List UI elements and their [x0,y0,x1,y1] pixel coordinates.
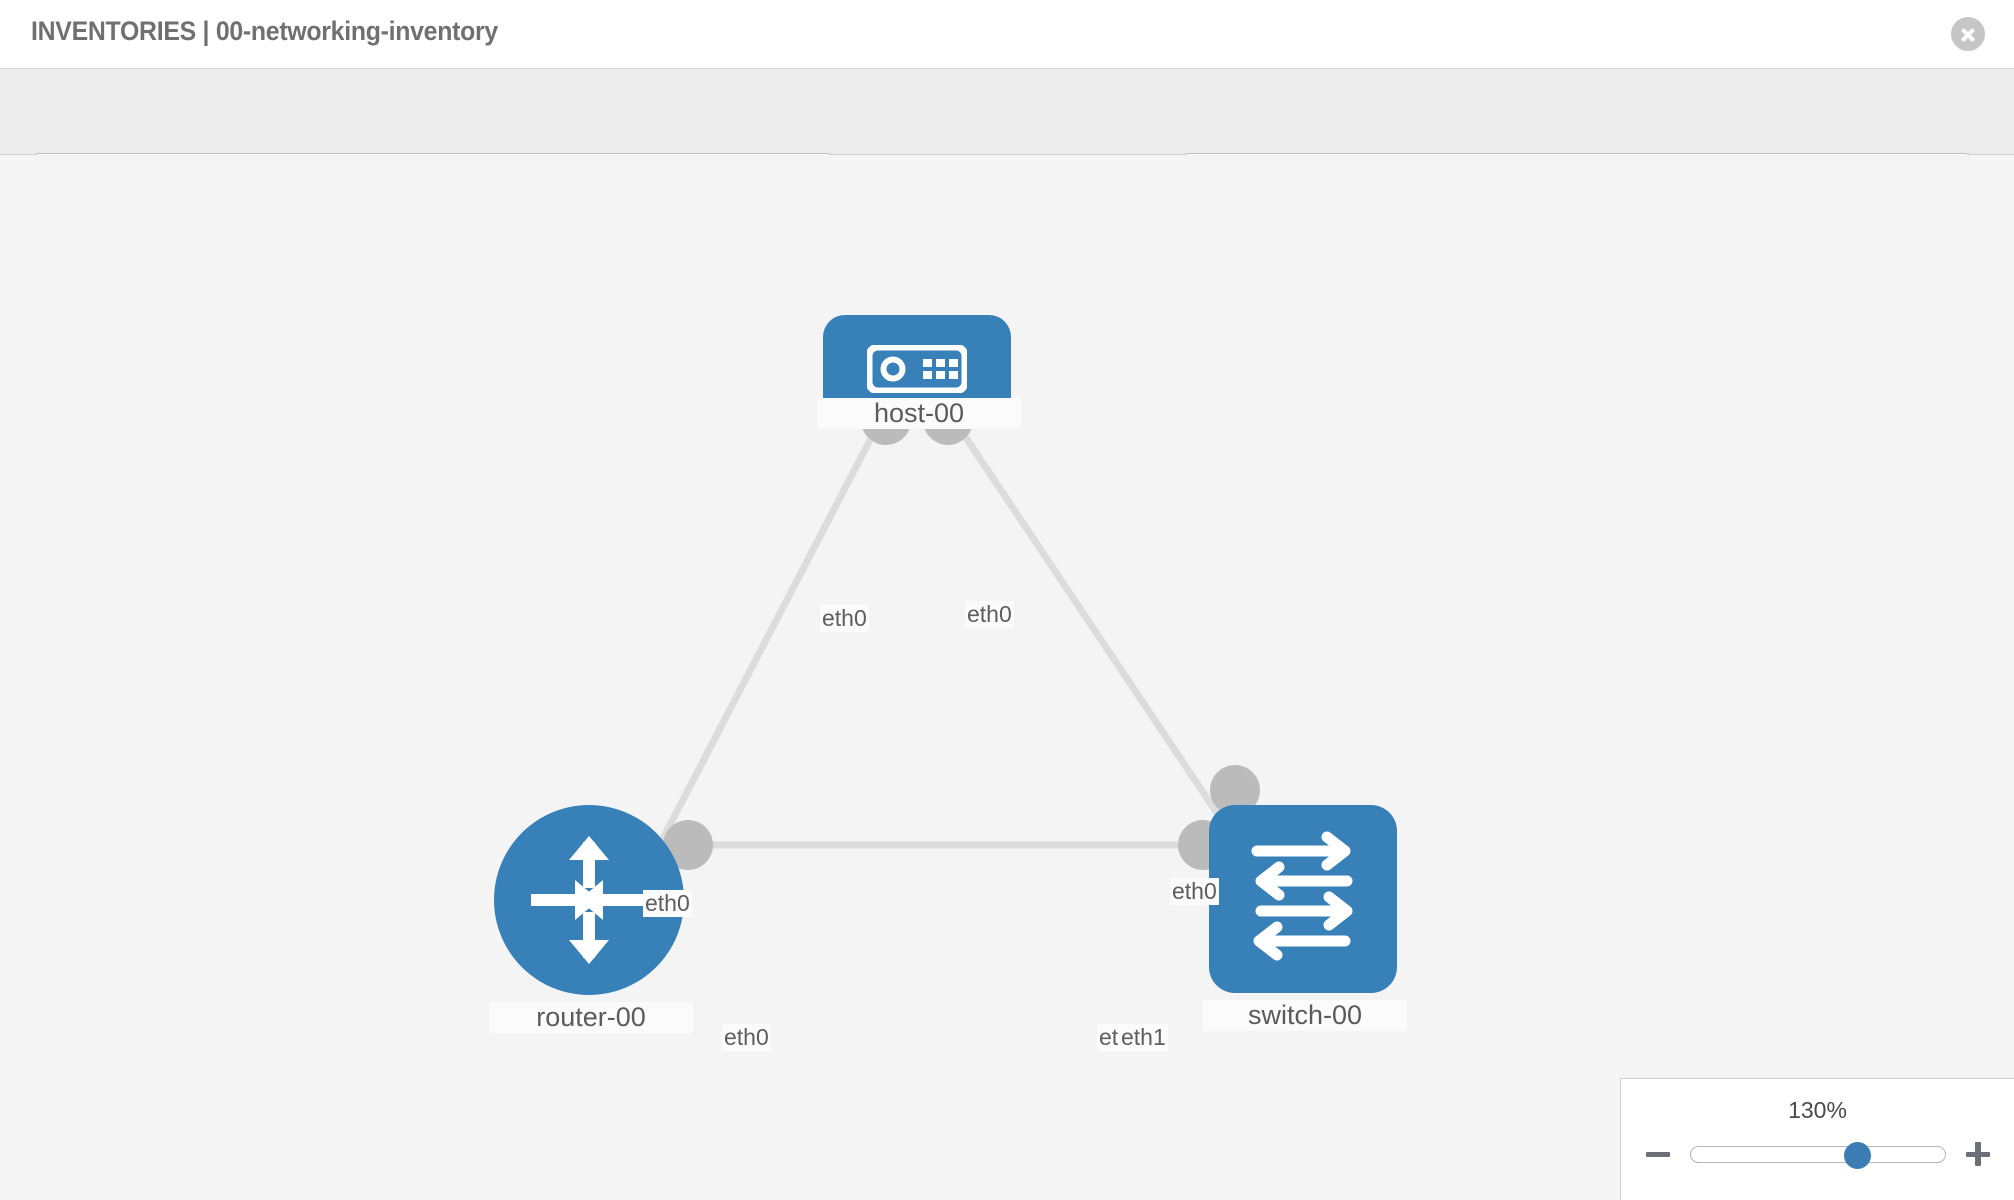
edge-label-switch-up: eth0 [1170,878,1219,905]
edge-label-router-eth0: eth0 [722,1024,771,1051]
page-title: INVENTORIES | 00-networking-inventory [31,16,498,46]
zoom-slider-track[interactable] [1690,1142,1946,1169]
node-router-00-label: router-00 [489,1002,693,1033]
topology-canvas[interactable]: host-00 router-00 [0,155,2014,1200]
zoom-control-panel: 130% [1620,1078,2014,1200]
node-host-00[interactable]: host-00 [817,315,1021,429]
node-host-00-label: host-00 [817,398,1021,429]
plus-icon[interactable] [1963,1139,1993,1169]
port-router-eth0 [663,820,713,870]
switch-arrows-icon [1251,831,1353,961]
edge-label-host-right: eth0 [965,601,1014,628]
zoom-level-value: 130% [1788,1097,1847,1123]
node-switch-00[interactable]: switch-00 [1203,805,1407,1031]
zoom-slider-handle[interactable] [1844,1142,1871,1169]
zoom-slider-row [1643,1135,1993,1175]
port-switch-eth0 [1210,765,1260,815]
edge-label-router-up: eth0 [643,890,692,917]
toolbar: ACTIONS SEARCH [0,69,2014,210]
minus-icon[interactable] [1643,1139,1673,1169]
topology-links [644,395,1260,870]
node-switch-00-shape [1209,805,1397,993]
page-header: INVENTORIES | 00-networking-inventory [0,0,2014,69]
close-icon[interactable] [1951,17,1985,51]
edge-label-host-left: eth0 [820,605,869,632]
link-host-router [644,415,886,869]
server-icon [867,345,967,393]
edge-label-switch-eth1: eth1 [1119,1024,1168,1051]
link-host-switch [949,415,1248,857]
router-arrows-icon [531,836,647,964]
node-switch-00-label: switch-00 [1203,1000,1407,1031]
